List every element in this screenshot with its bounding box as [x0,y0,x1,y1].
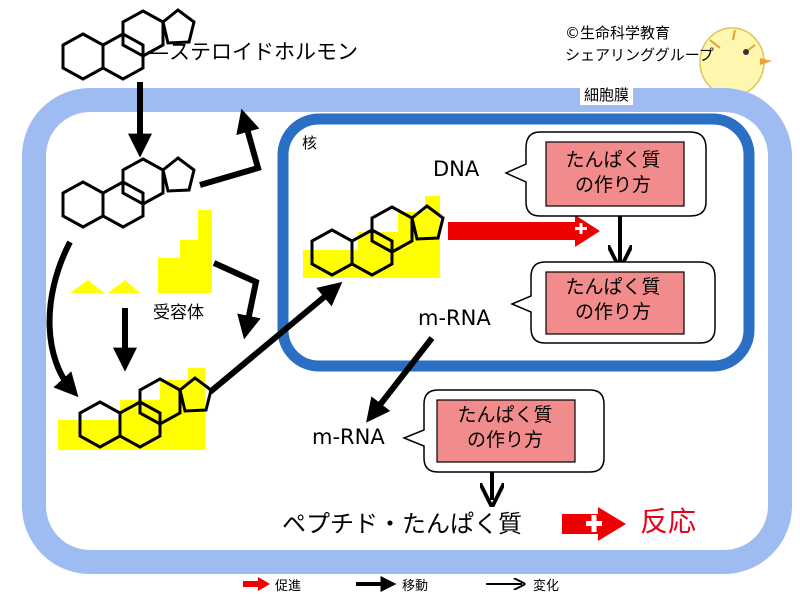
legend-move: 移動 [402,579,429,594]
credit-text: ©生命科学教育 シェアリンググループ [565,22,714,66]
mrna-bubble-nucleus [510,261,716,344]
scroll-text-mrna-cytoplasm: たんぱく質の作り方 [457,404,553,451]
dna-bubble [504,131,707,217]
steroid-receptor-complex-nucleus [303,196,445,278]
mrna-bubble-cytoplasm [401,389,605,473]
dna-label: DNA [433,157,480,181]
steroid-molecule-top [61,8,196,81]
reaction-label: 反応 [640,505,697,538]
credit-line-2: シェアリンググループ [565,46,714,64]
scroll-text-mrna-nucleus: たんぱく質の作り方 [565,276,661,323]
cell-membrane-label: 細胞膜 [580,84,634,105]
mrna-cytoplasm-label: m-RNA [312,425,385,449]
credit-line-1: ©生命科学教育 [565,24,671,42]
move-arrows [46,82,435,423]
legend-graphics [243,576,522,592]
legend-change: 変化 [533,579,560,594]
scroll-icon [545,271,685,335]
scroll-icon [436,399,576,463]
scroll-icon [545,141,685,207]
steroid-receptor-complex-cytoplasm [58,368,213,450]
steroid-hormone-label: —ステロイドホルモン [148,40,358,64]
mrna-nucleus-label: m-RNA [418,306,491,330]
nucleus-label: 核 [302,134,318,152]
promote-arrow-reaction [562,507,626,541]
steroid-molecule-cytoplasm [61,156,196,229]
cell-membrane [22,88,792,574]
promote-arrow-icon [243,577,270,591]
legend-promote: 促進 [275,579,302,594]
receptor-label: 受容体 [153,303,204,323]
scroll-text-dna: たんぱく質の作り方 [565,149,661,196]
promote-arrow-nucleus [448,215,600,247]
protein-label: ペプチド・たんぱく質 [282,510,522,538]
receptor [70,210,212,293]
